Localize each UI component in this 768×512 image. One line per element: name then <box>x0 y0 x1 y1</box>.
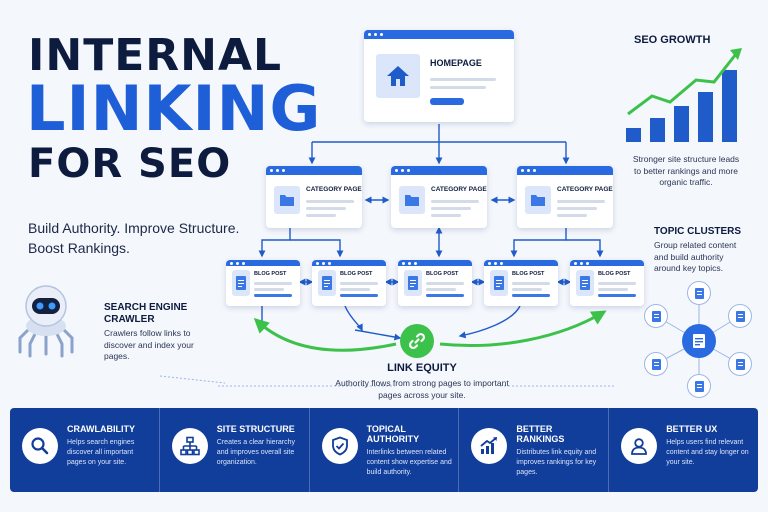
category-label: CATEGORY PAGE <box>431 186 487 193</box>
house-icon <box>376 54 420 98</box>
document-icon <box>490 270 508 296</box>
blog-post-card: BLOG POST <box>398 260 472 306</box>
subtitle: Build Authority. Improve Structure. Boos… <box>28 220 240 256</box>
benefit-title: BETTER RANKINGS <box>516 424 565 444</box>
blog-post-card: BLOG POST <box>484 260 558 306</box>
benefit-topical-authority: TOPICAL AUTHORITY Interlinks between rel… <box>310 408 460 492</box>
blog-post-card: BLOG POST <box>312 260 386 306</box>
folder-icon <box>525 186 551 214</box>
blog-post-card: BLOG POST <box>226 260 300 306</box>
benefit-title: SITE STRUCTURE <box>216 424 295 434</box>
seo-growth-title: SEO GROWTH <box>634 34 711 46</box>
benefit-description: Creates a clear hierarchy and improves o… <box>216 439 295 466</box>
category-card: CATEGORY PAGE <box>517 166 613 228</box>
robot-crawler-icon <box>12 282 80 360</box>
topic-clusters-title: TOPIC CLUSTERS <box>654 226 742 237</box>
document-icon <box>232 270 250 296</box>
document-icon <box>318 270 336 296</box>
link-equity-text: Authority flows from strong pages to imp… <box>335 378 509 400</box>
blog-post-label: BLOG POST <box>598 271 631 277</box>
seo-growth-text: Stronger site structure leads to better … <box>632 154 740 187</box>
benefit-better-ux: BETTER UX Helps users find relevant cont… <box>609 408 758 492</box>
document-icon <box>576 270 594 296</box>
benefit-title: BETTER UX <box>666 424 718 434</box>
cluster-document-icon <box>687 281 711 305</box>
benefit-description: Interlinks between related content show … <box>366 449 452 476</box>
benefit-title: TOPICAL AUTHORITY <box>366 424 420 444</box>
cluster-document-icon <box>728 352 752 376</box>
homepage-button-graphic <box>430 98 464 105</box>
shield-check-icon <box>321 428 358 464</box>
magnifier-icon <box>22 428 58 464</box>
cluster-document-icon <box>687 374 711 398</box>
topic-clusters-text: Group related content and build authorit… <box>654 240 737 273</box>
category-card: CATEGORY PAGE <box>391 166 487 228</box>
chain-link-icon <box>400 324 434 358</box>
folder-icon <box>399 186 425 214</box>
benefit-site-structure: SITE STRUCTURE Creates a clear hierarchy… <box>160 408 310 492</box>
blog-post-label: BLOG POST <box>512 271 545 277</box>
title-line-1: INTERNAL <box>28 30 283 81</box>
cluster-pillar-icon <box>682 324 716 358</box>
benefits-band: CRAWLABILITY Helps search engines discov… <box>10 408 758 492</box>
window-bar <box>364 30 514 39</box>
sitemap-icon <box>171 428 208 464</box>
benefit-title: CRAWLABILITY <box>67 424 135 434</box>
title-line-2: LINKING <box>26 72 322 145</box>
cluster-document-icon <box>728 304 752 328</box>
category-label: CATEGORY PAGE <box>306 186 362 193</box>
title-line-3: FOR SEO <box>28 141 232 187</box>
cluster-document-icon <box>644 352 668 376</box>
blog-post-label: BLOG POST <box>340 271 373 277</box>
category-card: CATEGORY PAGE <box>266 166 362 228</box>
blog-post-label: BLOG POST <box>426 271 459 277</box>
blog-post-label: BLOG POST <box>254 271 287 277</box>
folder-icon <box>274 186 300 214</box>
link-equity-title: LINK EQUITY <box>387 362 457 374</box>
cluster-document-icon <box>644 304 668 328</box>
trend-chart-icon <box>471 428 508 464</box>
benefit-better-rankings: BETTER RANKINGS Distributes link equity … <box>459 408 610 492</box>
benefit-description: Helps search engines discover all import… <box>67 439 135 466</box>
category-label: CATEGORY PAGE <box>557 186 613 193</box>
blog-post-card: BLOG POST <box>570 260 644 306</box>
user-icon <box>621 428 658 464</box>
benefit-description: Distributes link equity and improves ran… <box>516 449 597 476</box>
growth-chart-icon <box>626 48 742 142</box>
homepage-card: HOMEPAGE <box>364 30 514 122</box>
crawler-text: Crawlers follow links to discover and in… <box>104 328 194 361</box>
benefit-crawlability: CRAWLABILITY Helps search engines discov… <box>10 408 160 492</box>
document-icon <box>404 270 422 296</box>
crawler-title: SEARCH ENGINE CRAWLER <box>104 302 188 325</box>
benefit-description: Helps users find relevant content and st… <box>666 439 749 466</box>
homepage-label: HOMEPAGE <box>430 58 482 68</box>
